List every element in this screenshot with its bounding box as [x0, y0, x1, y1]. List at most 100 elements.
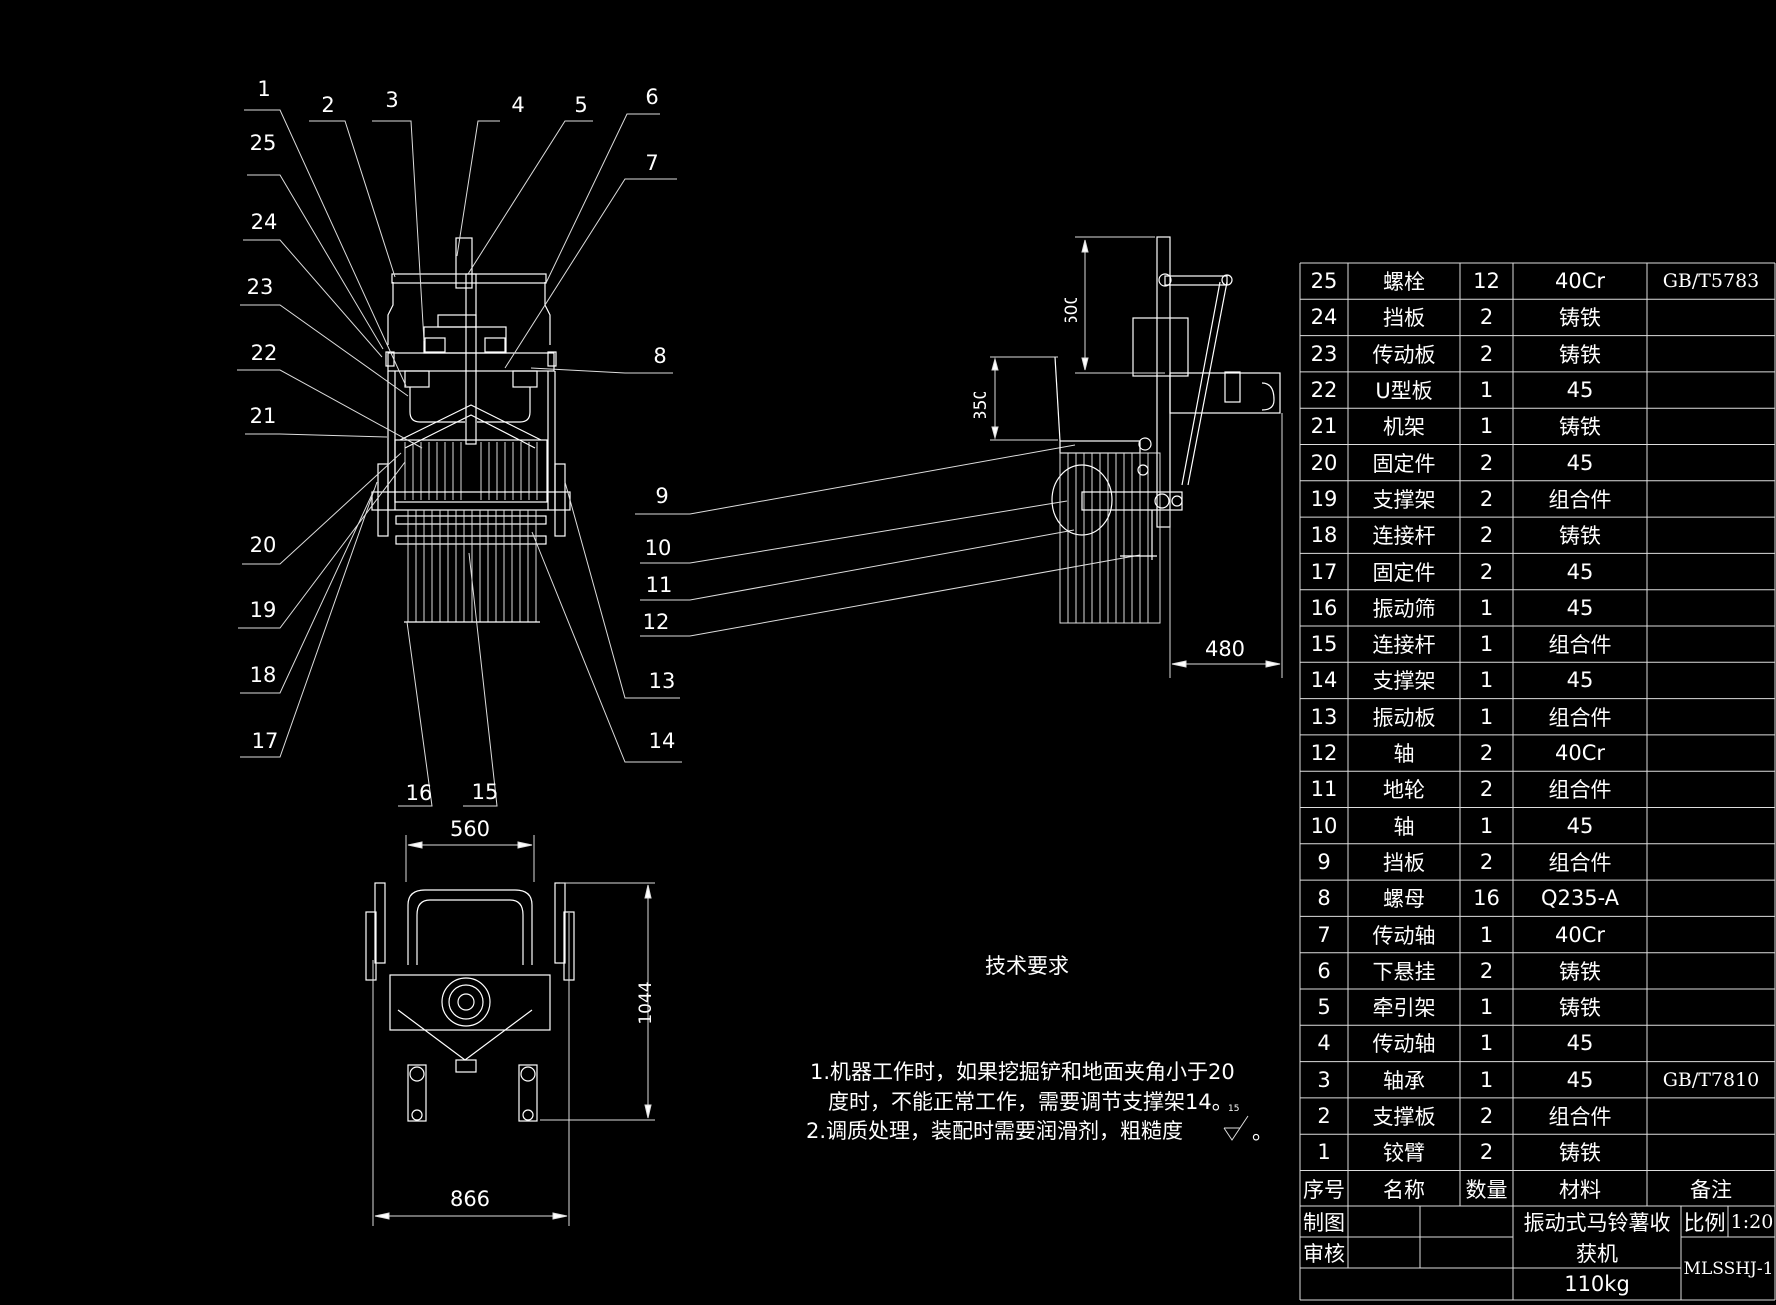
bom-header-material: 材料 [1559, 1177, 1601, 1202]
dim-480: 480 [1204, 637, 1246, 661]
callout-8: 8 [653, 344, 667, 368]
bom-cell-material: 45 [1566, 559, 1594, 584]
bom-cell-qty: 1 [1479, 995, 1494, 1020]
callout-22: 22 [250, 341, 278, 365]
callout-20: 20 [249, 533, 277, 557]
front-view [371, 237, 571, 623]
gearbox-top [437, 314, 477, 328]
bom-cell-name: 固定件 [1372, 451, 1436, 476]
bom-cell-material: 铸铁 [1559, 524, 1601, 549]
callout-18: 18 [249, 663, 277, 687]
bom-cell-no: 16 [1310, 595, 1338, 620]
bom-cell-note [1647, 844, 1775, 880]
callout-5: 5 [574, 93, 588, 117]
callout-9: 9 [655, 484, 669, 508]
tech-requirement-line-2: 度时，不能正常工作，需要调节支撑架14。 [828, 1090, 1233, 1114]
dim-350: 350 [971, 392, 991, 418]
bom-cell-no: 1 [1317, 1140, 1331, 1165]
bom-cell-material: 45 [1566, 668, 1594, 693]
callout-23: 23 [246, 275, 274, 299]
bom-cell-name: 挡板 [1383, 850, 1425, 875]
bom-cell-no: 9 [1317, 849, 1331, 874]
bom-cell-no: 7 [1317, 922, 1331, 947]
bom-cell-note [1647, 299, 1775, 335]
bom-cell-material: 铸铁 [1559, 996, 1601, 1021]
top-view [365, 882, 575, 1122]
bom-cell-qty: 2 [1479, 741, 1494, 766]
bom-cell-note [1647, 553, 1775, 589]
bom-cell-material: 铸铁 [1559, 306, 1601, 331]
bom-cell-name: 传动轴 [1372, 1032, 1436, 1057]
bom-cell-name: 铰臂 [1383, 1141, 1425, 1166]
bom-header-name: 名称 [1383, 1177, 1425, 1202]
top-frame [389, 974, 551, 1031]
bom-cell-qty: 2 [1479, 958, 1494, 983]
bom-cell-name: 支撑架 [1372, 487, 1436, 512]
bom-cell-name: 牵引架 [1372, 996, 1436, 1021]
bom-cell-material: 45 [1566, 1067, 1594, 1092]
bom-cell-note [1647, 916, 1775, 952]
drawing-number: MLSSHJ-1 [1683, 1258, 1774, 1279]
bom-cell-no: 6 [1317, 958, 1331, 983]
bom-cell-material: 铸铁 [1559, 342, 1601, 367]
bom-cell-name: 轴承 [1383, 1068, 1425, 1093]
callout-10: 10 [644, 536, 672, 560]
bom-cell-qty: 2 [1479, 341, 1494, 366]
bom-cell-note [1647, 989, 1775, 1025]
callout-17: 17 [251, 729, 279, 753]
drawn-by-label: 制图 [1303, 1210, 1345, 1235]
bom-cell-qty: 1 [1479, 1067, 1494, 1092]
bom-cell-name: 轴 [1393, 814, 1415, 839]
bom-cell-name: 下悬挂 [1372, 959, 1436, 984]
bom-cell-qty: 1 [1479, 595, 1494, 620]
callout-19: 19 [249, 598, 277, 622]
roughness-symbol-icon [1223, 1115, 1249, 1141]
bom-cell-material: 组合件 [1548, 850, 1612, 875]
bom-cell-note [1647, 1134, 1775, 1170]
bom-cell-note [1647, 1025, 1775, 1061]
center-shaft [465, 273, 477, 445]
callout-13: 13 [648, 669, 676, 693]
callout-14: 14 [648, 729, 676, 753]
callout-11: 11 [645, 573, 673, 597]
scale-value: 1:20 [1730, 1210, 1774, 1233]
bom-cell-qty: 16 [1473, 886, 1500, 911]
bom-grid [1299, 262, 1776, 1301]
bom-cell-name: 机架 [1383, 415, 1425, 440]
bom-cell-note: GB/T7810 [1662, 1068, 1760, 1091]
bom-cell-qty: 2 [1479, 1140, 1494, 1165]
bom-cell-note [1647, 590, 1775, 626]
bom-cell-name: 支撑架 [1372, 669, 1436, 694]
gearbox [423, 326, 507, 354]
bom-cell-note [1647, 735, 1775, 771]
bom-cell-note: GB/T5783 [1662, 270, 1760, 293]
bom-cell-no: 22 [1310, 378, 1338, 403]
bom-cell-material: 组合件 [1548, 778, 1612, 803]
bom-cell-no: 14 [1310, 668, 1338, 693]
roughness-value: 15 [1228, 1104, 1240, 1114]
callout-15: 15 [471, 780, 499, 804]
bom-header-note: 备注 [1690, 1177, 1732, 1202]
bom-cell-no: 20 [1310, 450, 1338, 475]
checked-by-label: 审核 [1303, 1241, 1345, 1266]
bom-cell-material: Q235-A [1540, 886, 1620, 911]
tech-requirement-end: 。 [1252, 1120, 1273, 1144]
bom-cell-qty: 1 [1479, 813, 1494, 838]
bom-cell-qty: 1 [1479, 668, 1494, 693]
screen-bars-upper [404, 442, 538, 500]
bom-cell-material: 45 [1566, 813, 1594, 838]
bom-cell-material: 铸铁 [1559, 959, 1601, 984]
side-dimensions [990, 236, 1283, 678]
bom-cell-note [1647, 481, 1775, 517]
bom-cell-no: 2 [1317, 1104, 1331, 1129]
bom-header-no: 序号 [1303, 1177, 1345, 1202]
bom-cell-material: 45 [1566, 595, 1594, 620]
bom-cell-name: 螺栓 [1383, 270, 1425, 295]
bom-cell-no: 24 [1310, 305, 1338, 330]
bom-cell-name: 传动轴 [1372, 923, 1436, 948]
bom-cell-no: 13 [1310, 704, 1338, 729]
bom-cell-note [1647, 408, 1775, 444]
bom-cell-material: 45 [1566, 378, 1594, 403]
callout-1: 1 [257, 77, 271, 101]
